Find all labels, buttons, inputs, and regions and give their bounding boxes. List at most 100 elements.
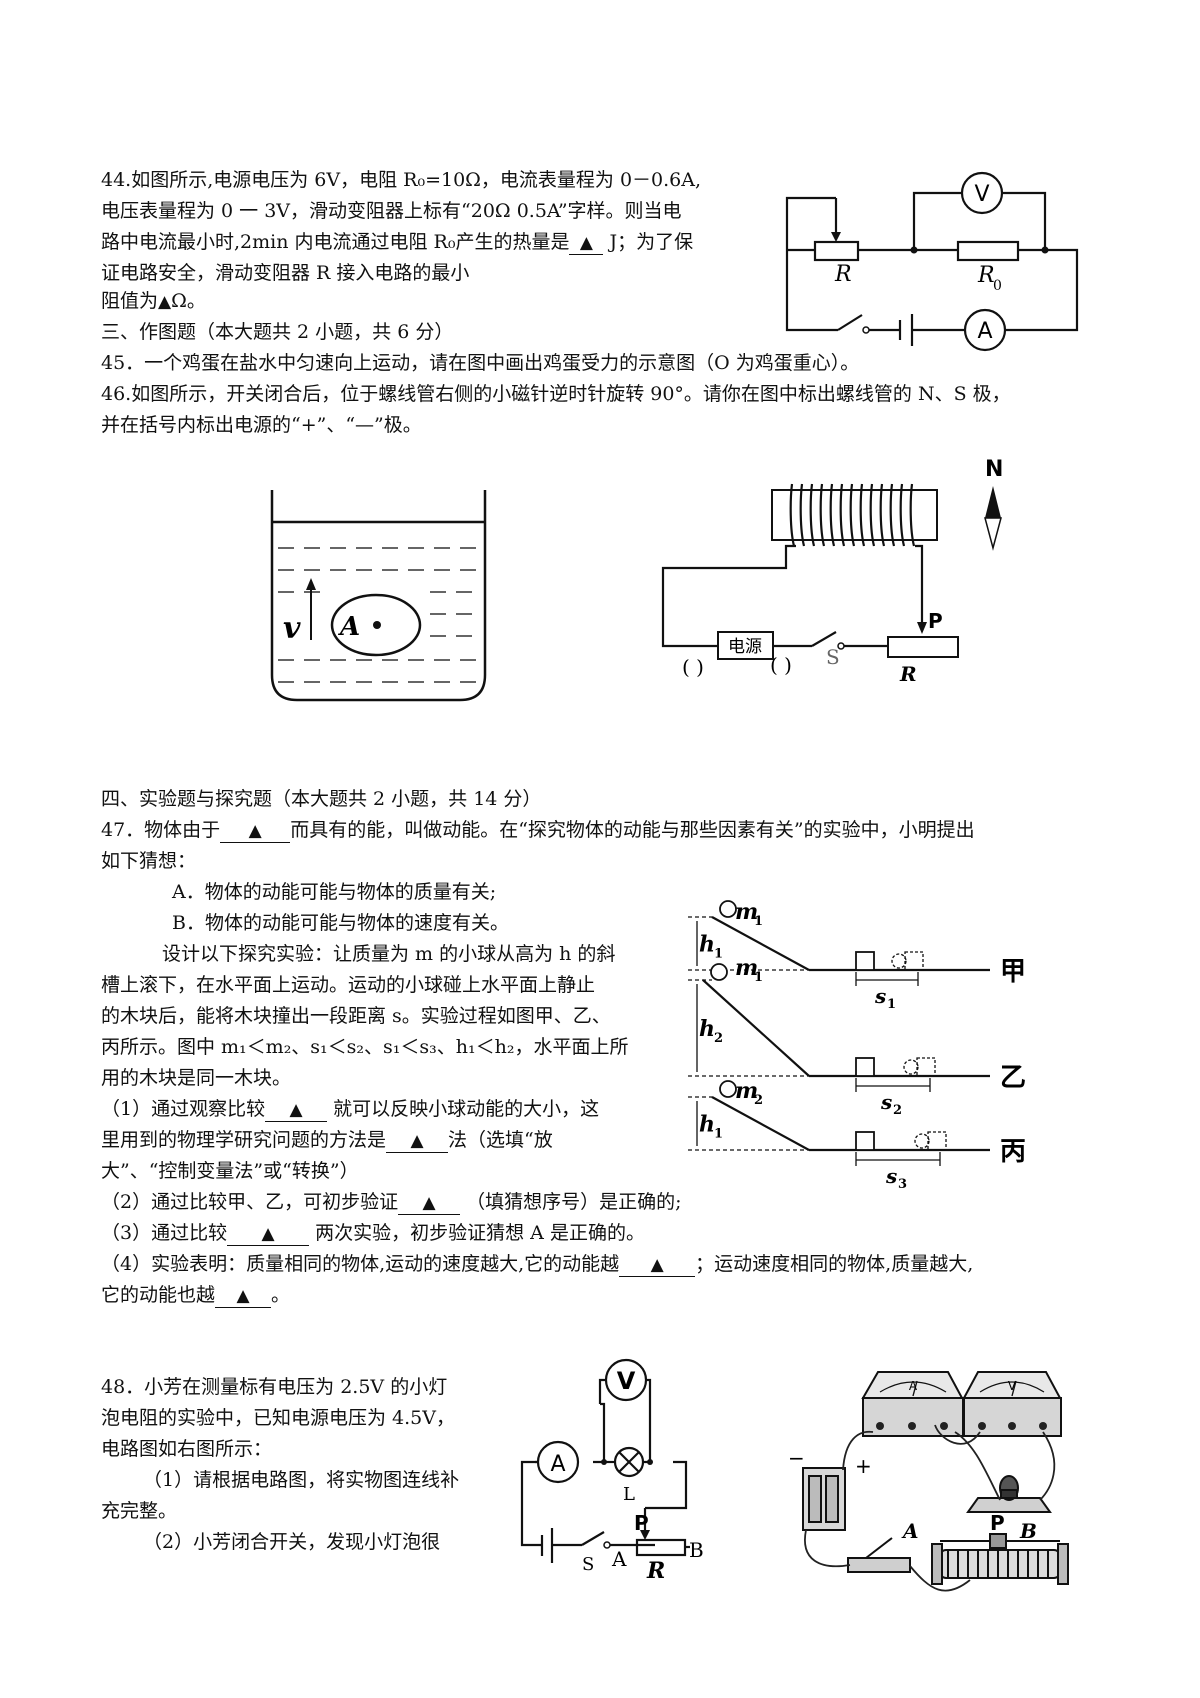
q48-line-3: 电路图如右图所示：	[101, 1438, 273, 1460]
terminal-a-label: A	[901, 1519, 919, 1543]
wood-block-final	[904, 951, 924, 971]
q47-part-1-line-2: 里用到的物理学研究问题的方法是 ▲ 法（选填“放	[101, 1125, 553, 1155]
ammeter-label: A	[977, 319, 992, 344]
q47-line-8: 丙所示。图中 m₁＜m₂、s₁＜s₂、s₁＜s₃、h₁＜h₂，水平面上所	[101, 1036, 629, 1058]
answer-blank[interactable]: ▲	[398, 1191, 461, 1215]
blank-marker: ▲	[158, 292, 172, 312]
q47-part-4-text-2: 它的动能也越	[101, 1284, 216, 1306]
q47-part-1-text: （1）通过观察比较	[101, 1098, 266, 1120]
q46-line-1: 46.如图所示，开关闭合后，位于螺线管右侧的小磁针逆时针旋转 90°。请你在图中…	[101, 383, 1011, 405]
q47-part-1-line-1: （1）通过观察比较▲ 就可以反映小球动能的大小，这	[101, 1094, 599, 1124]
wood-block-final	[927, 1131, 947, 1151]
q47-part-4-tail: ；运动速度相同的物体,质量越大,	[695, 1253, 974, 1275]
blank-marker: ▲	[236, 1286, 250, 1306]
resistor-r0-subscript: 0	[993, 278, 1002, 294]
switch-label: S	[582, 1554, 594, 1575]
q48-line-4: （1）请根据电路图，将实物图连线补	[143, 1469, 460, 1491]
height-subscript: 1	[714, 1127, 723, 1142]
battery-minus-label: −	[788, 1446, 805, 1470]
distance-label: s	[874, 984, 886, 1008]
blank-marker: ▲	[261, 1224, 275, 1244]
height-label: h	[699, 1016, 715, 1042]
q47-part-2-text: （2）通过比较甲、乙，可初步验证	[101, 1191, 399, 1213]
answer-blank[interactable]: ▲	[386, 1129, 449, 1153]
egg-center-label: A	[337, 612, 360, 642]
q47-part-1-text-2: 里用到的物理学研究问题的方法是	[101, 1129, 387, 1151]
ammeter-label: A	[550, 1452, 565, 1477]
lamp-label: L	[623, 1484, 635, 1505]
q47-part-2-tail: （填猜想序号）是正确的;	[466, 1191, 682, 1213]
distance-subscript: 1	[887, 997, 896, 1012]
q48-line-2: 泡电阻的实验中，已知电源电压为 4.5V，	[101, 1407, 455, 1429]
q47-part-1-line-3: 大”、“控制变量法”或“转换”）	[101, 1160, 359, 1182]
answer-blank[interactable]: ▲	[265, 1098, 328, 1122]
q47-line-1: 47．物体由于▲而具有的能，叫做动能。在“探究物体的动能与那些因素有关”的实验中…	[101, 815, 975, 845]
distance-label: s	[885, 1164, 897, 1188]
q44-line-3-tail: J；为了保	[609, 231, 694, 253]
section-3-heading: 三、作图题（本大题共 2 小题，共 6 分）	[101, 321, 454, 343]
answer-blank[interactable]: ▲	[215, 1284, 272, 1308]
resistor-r-label: R	[834, 262, 852, 287]
ramp-slope	[711, 1096, 810, 1151]
q47-part-2: （2）通过比较甲、乙，可初步验证 ▲ （填猜想序号）是正确的;	[101, 1187, 682, 1217]
q47-part-4-line-2: 它的动能也越 ▲ 。	[101, 1280, 290, 1310]
q47-part-4-tail-2: 。	[271, 1284, 291, 1306]
distance-subscript: 2	[893, 1103, 902, 1118]
q47-line-1-text: 47．物体由于	[101, 819, 221, 841]
power-right-paren[interactable]: ( )	[770, 653, 792, 677]
blank-marker: ▲	[248, 821, 262, 841]
distance-subscript: 3	[898, 1177, 907, 1192]
rheostat-label: R	[899, 662, 917, 686]
compass-n-label: N	[985, 457, 1003, 482]
switch-label: S	[826, 645, 840, 669]
answer-blank[interactable]: ▲	[227, 1222, 310, 1246]
power-left-paren[interactable]: ( )	[682, 655, 704, 679]
ball-final	[903, 1059, 919, 1075]
q44-line-5: 阻值为▲Ω。	[101, 286, 206, 317]
rheostat-label: R	[646, 1558, 665, 1584]
answer-blank[interactable]: ▲	[569, 231, 604, 255]
q47-line-7: 的木块后，能将木块撞出一段距离 s。实验过程如图甲、乙、	[101, 1005, 611, 1027]
section-4-heading: 四、实验题与探究题（本大题共 2 小题，共 14 分）	[101, 788, 542, 810]
q47-part-1-tail: 就可以反映小球动能的大小，这	[333, 1098, 600, 1120]
wood-block	[855, 1057, 875, 1077]
q45-text: 45．一个鸡蛋在盐水中匀速向上运动，请在图中画出鸡蛋受力的示意图（O 为鸡蛋重心…	[101, 352, 860, 374]
voltmeter-face-label: V	[1008, 1379, 1017, 1393]
q47-line-6: 槽上滚下，在水平面上运动。运动的小球碰上水平面上静止	[101, 974, 596, 996]
q47-line-9: 用的木块是同一木块。	[101, 1067, 292, 1089]
ball	[719, 900, 737, 918]
power-supply-label: 电源	[728, 637, 762, 657]
q46-line-2: 并在括号内标出电源的“+”、“—”极。	[101, 414, 422, 436]
q47-option-b: B．物体的动能可能与物体的速度有关。	[172, 912, 509, 934]
q47-option-a: A．物体的动能可能与物体的质量有关;	[172, 881, 497, 903]
voltmeter-label: V	[974, 182, 989, 207]
q47-line-5: 设计以下探究实验：让质量为 m 的小球从高为 h 的斜	[162, 943, 616, 965]
resistor-r0-label: R	[977, 263, 995, 288]
q47-line-2: 如下猜想：	[101, 850, 197, 872]
q44-line-4: 证电路安全，滑动变阻器 R 接入电路的最小	[101, 262, 470, 284]
q44-line-3: 路中电流最小时,2min 内电流通过电阻 R₀产生的热量是▲ J；为了保	[101, 227, 693, 257]
q47-part-3: （3）通过比较▲ 两次实验，初步验证猜想 A 是正确的。	[101, 1218, 645, 1248]
blank-marker: ▲	[410, 1131, 424, 1151]
battery-plus-label: +	[855, 1454, 872, 1478]
figure-label: 甲	[1000, 957, 1026, 987]
terminal-b-label: B	[1019, 1519, 1037, 1543]
answer-blank[interactable]: ▲	[220, 819, 291, 843]
height-subscript: 1	[714, 947, 723, 962]
slider-p-label: P	[928, 609, 943, 633]
wood-block-final	[916, 1057, 936, 1077]
mass-label: m	[735, 955, 758, 981]
blank-marker: ▲	[422, 1193, 436, 1213]
ammeter-face-label: A	[909, 1379, 918, 1393]
height-subscript: 2	[714, 1031, 723, 1046]
q44-line-5-tail: Ω。	[171, 290, 206, 312]
height-label: h	[699, 1112, 715, 1138]
ball-final	[891, 953, 907, 969]
q44-line-2: 电压表量程为 0 一 3V，滑动变阻器上标有“20Ω 0.5A”字样。则当电	[101, 200, 682, 222]
slider-p-label: P	[990, 1511, 1005, 1535]
q47-part-1-tail-2: 法（选填“放	[448, 1129, 553, 1151]
answer-blank[interactable]: ▲	[619, 1253, 696, 1277]
